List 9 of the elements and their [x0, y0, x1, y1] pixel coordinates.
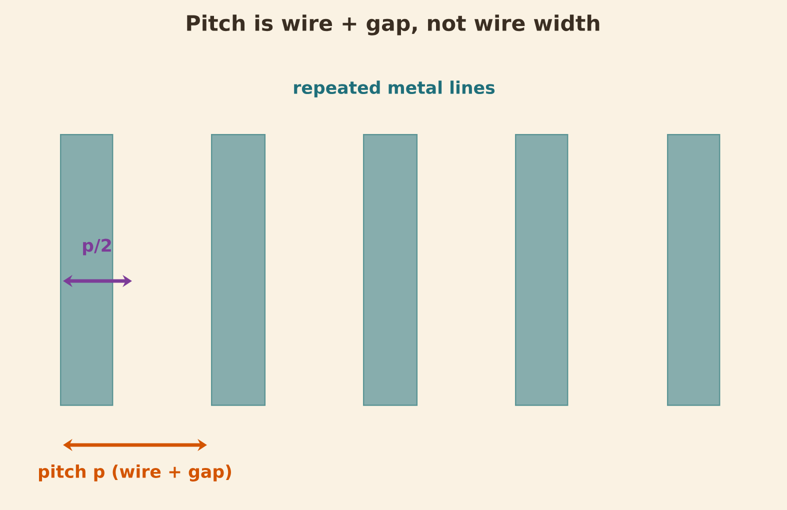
- metal-line-bar: [363, 134, 418, 406]
- metal-line-bar: [60, 134, 114, 406]
- metal-line-bar: [211, 134, 266, 406]
- title: Pitch is wire + gap, not wire width: [187, 14, 600, 36]
- subtitle: repeated metal lines: [294, 80, 495, 98]
- dimension-label: p/2: [83, 238, 111, 256]
- metal-line-bar: [667, 134, 720, 406]
- metal-line-bar: [515, 134, 568, 406]
- dimension-label: pitch p (wire + gap): [39, 464, 231, 482]
